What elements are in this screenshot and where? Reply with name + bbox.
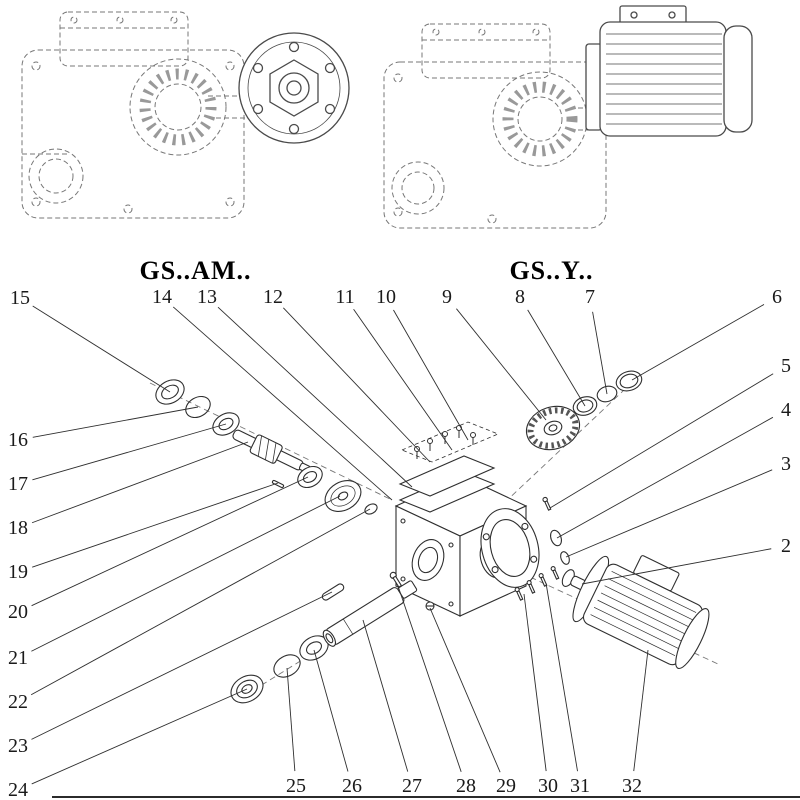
electric-motor	[585, 5, 753, 137]
part-callout-4: 4	[781, 399, 791, 421]
gearbox-y-drawing	[383, 5, 753, 229]
leader-line-2	[581, 548, 772, 585]
leader-line-9	[456, 308, 547, 421]
part-callout-20: 20	[8, 601, 28, 623]
leader-line-25	[286, 667, 296, 772]
leader-line-3	[565, 469, 773, 558]
part-callout-12: 12	[263, 286, 283, 308]
part-worm-gear-washer	[324, 480, 362, 512]
part-plug	[425, 601, 435, 611]
part-flange-screw	[542, 496, 552, 511]
leader-line-27	[362, 619, 409, 772]
part-oring	[364, 503, 378, 515]
part-callout-31: 31	[570, 775, 590, 797]
part-callout-27: 27	[402, 775, 422, 797]
part-circlip	[596, 385, 618, 403]
gearbox-am-drawing	[21, 11, 350, 219]
part-ring	[615, 370, 643, 392]
leader-line-4	[556, 416, 774, 539]
leader-line-24	[31, 688, 248, 785]
sheet-border-line	[52, 796, 800, 798]
leader-line-23	[31, 591, 333, 740]
leader-line-28	[397, 585, 462, 772]
part-callout-7: 7	[585, 286, 595, 308]
part-pin	[271, 479, 285, 489]
part-motor	[561, 555, 710, 670]
part-callout-10: 10	[376, 286, 396, 308]
part-callout-22: 22	[8, 691, 28, 713]
part-callout-17: 17	[8, 473, 28, 495]
part-callout-32: 32	[622, 775, 642, 797]
part-callout-24: 24	[8, 779, 28, 800]
leader-line-7	[592, 311, 608, 395]
part-input-circlip	[185, 395, 211, 419]
leader-line-10	[393, 309, 469, 441]
leader-line-8	[527, 309, 586, 407]
part-callout-25: 25	[286, 775, 306, 797]
part-callout-8: 8	[515, 286, 525, 308]
part-callout-2: 2	[781, 535, 791, 557]
part-callout-3: 3	[781, 453, 791, 475]
part-worm-wheel	[525, 405, 581, 451]
leader-line-13	[217, 306, 413, 488]
leader-line-22	[30, 508, 371, 696]
leader-line-30	[523, 593, 547, 772]
leader-line-5	[549, 373, 774, 509]
adapter-flange	[238, 32, 350, 144]
leader-line-20	[31, 476, 309, 607]
part-flange-ring	[560, 551, 570, 565]
part-callout-5: 5	[781, 355, 791, 377]
part-callout-13: 13	[197, 286, 217, 308]
leader-line-18	[31, 441, 249, 524]
leader-line-14	[172, 306, 393, 501]
variant-figure-gs-y: GS..Y..	[372, 4, 787, 286]
variant-label-gs-y: GS..Y..	[509, 256, 594, 285]
part-key	[321, 583, 345, 601]
part-callout-19: 19	[8, 561, 28, 583]
part-callout-6: 6	[772, 286, 782, 308]
part-motor-flange	[480, 508, 540, 588]
ribbed-boss	[502, 81, 578, 157]
variant-label-gs-am: GS..AM..	[139, 256, 252, 285]
leader-line-17	[32, 423, 227, 481]
part-bearing	[297, 465, 323, 489]
leader-line-21	[31, 495, 341, 652]
variant-figure-gs-am: GS..AM..	[8, 4, 353, 286]
part-worm-shaft	[232, 429, 311, 474]
part-output-bearing	[299, 635, 329, 661]
part-callout-21: 21	[8, 647, 28, 669]
part-output-circlip	[273, 654, 301, 678]
part-screw	[389, 571, 403, 588]
part-cover-screws	[414, 425, 476, 459]
gearbox-housing-outline	[21, 11, 246, 219]
part-callout-16: 16	[8, 429, 28, 451]
part-callout-30: 30	[538, 775, 558, 797]
leader-line-15	[32, 305, 171, 393]
part-callout-26: 26	[342, 775, 362, 797]
leader-line-19	[32, 482, 279, 568]
leader-line-12	[283, 307, 431, 463]
leader-line-31	[545, 582, 578, 772]
part-callout-14: 14	[152, 286, 172, 308]
part-callout-9: 9	[442, 286, 452, 308]
part-motor-bolts	[514, 566, 560, 601]
part-callout-15: 15	[10, 287, 30, 309]
leader-line-16	[32, 406, 199, 438]
leader-line-26	[313, 649, 349, 772]
part-callout-18: 18	[8, 517, 28, 539]
part-callout-23: 23	[8, 735, 28, 757]
ribbed-boss	[139, 68, 217, 146]
part-callout-28: 28	[456, 775, 476, 797]
part-housing-cover	[398, 455, 496, 497]
part-callout-29: 29	[496, 775, 516, 797]
part-callout-11: 11	[335, 286, 355, 308]
leader-line-29	[429, 607, 501, 773]
leader-line-6	[631, 304, 765, 381]
leader-line-32	[633, 649, 649, 772]
leader-line-11	[353, 309, 453, 451]
